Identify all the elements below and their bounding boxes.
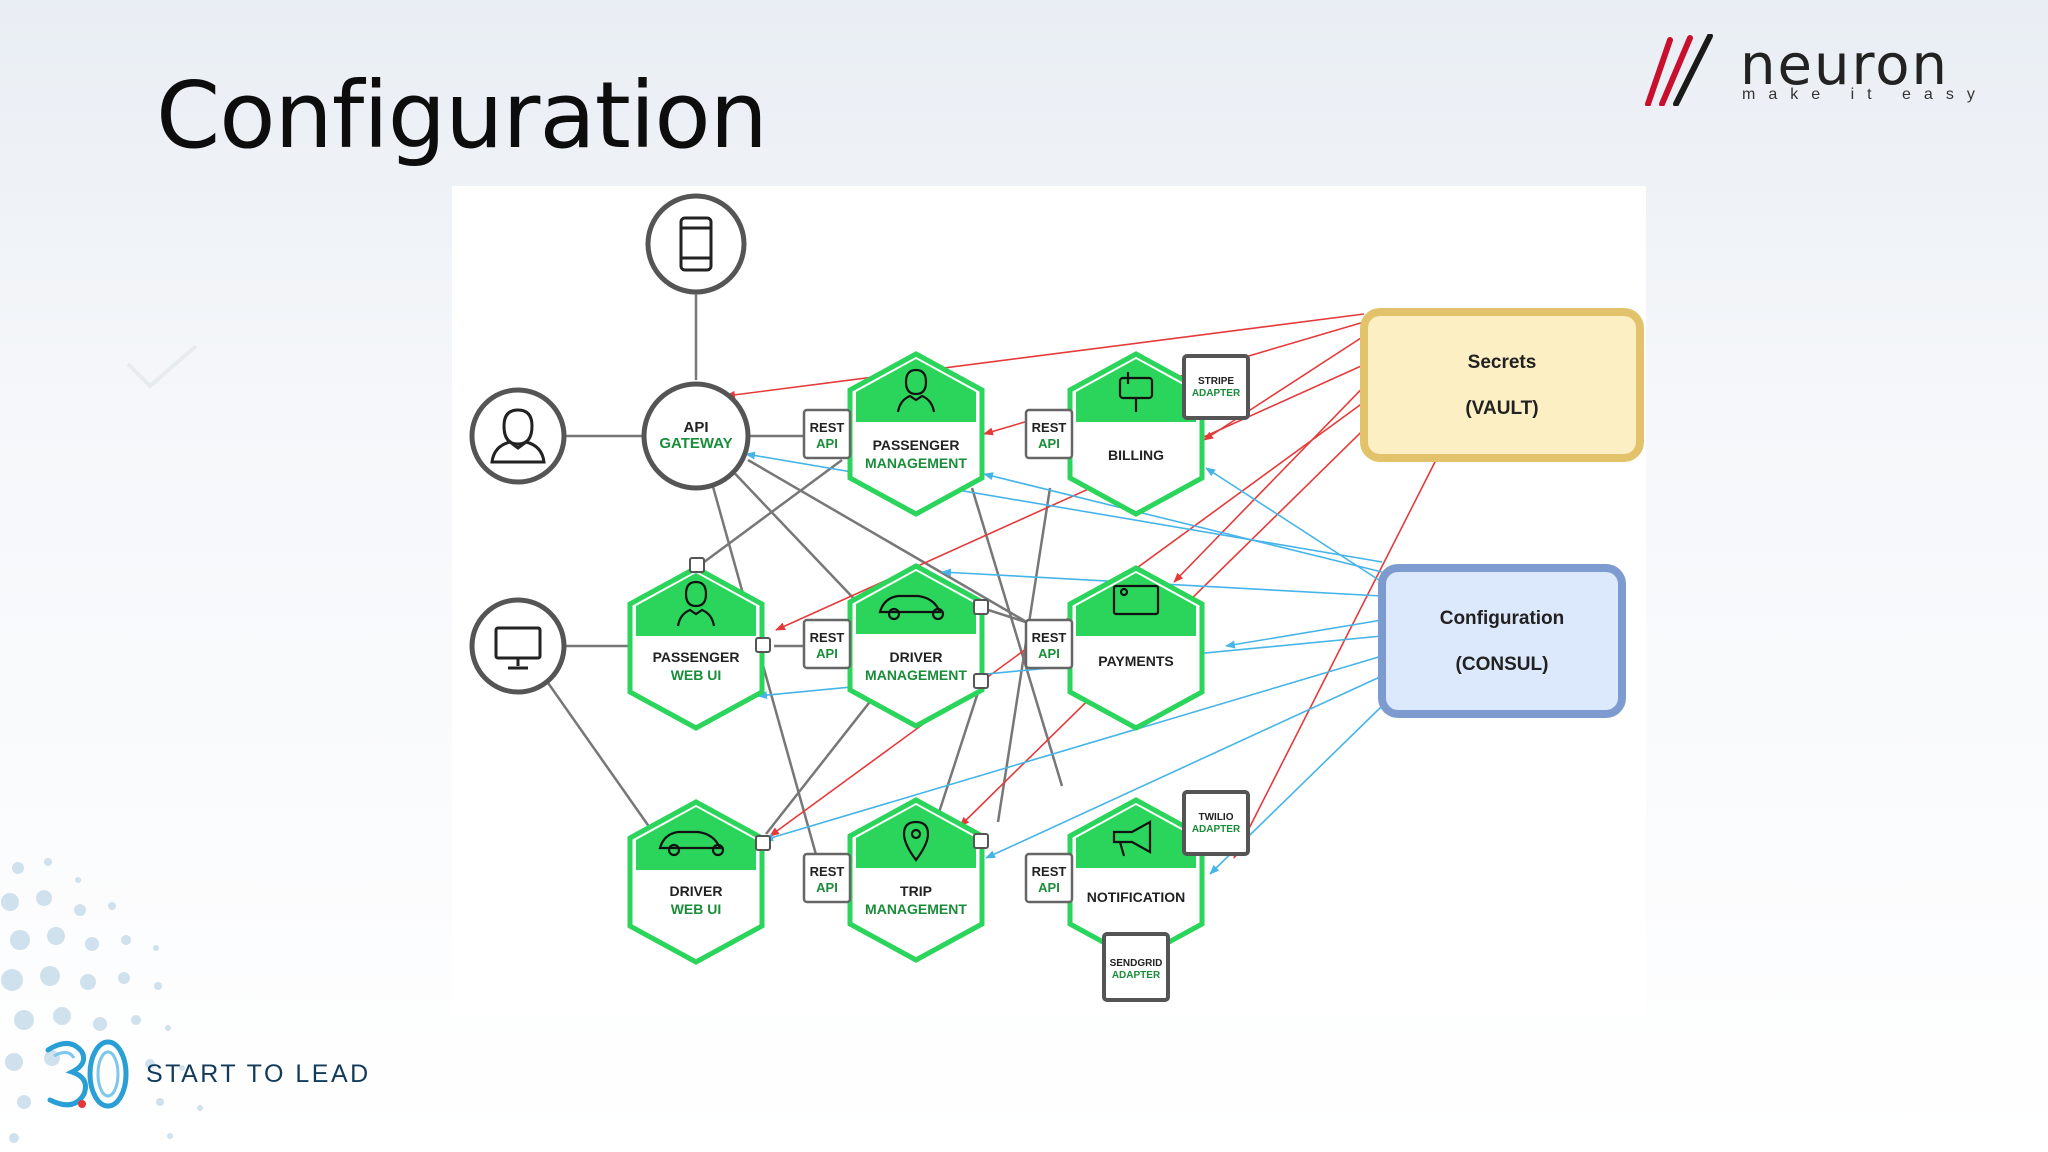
driver-person-icon — [896, 368, 936, 413]
secrets-arrows — [725, 313, 1437, 859]
stripe-adapter: STRIPE ADAPTER — [1182, 354, 1250, 420]
trip-management-line1: TRIP — [900, 883, 932, 899]
brand-name: neuron — [1740, 33, 1949, 98]
notification-label: NOTIFICATION — [1087, 889, 1186, 905]
api-label: API — [1038, 880, 1060, 895]
person-client — [469, 387, 567, 485]
api-label: API — [816, 436, 838, 451]
secrets-line2: (VAULT) — [1465, 398, 1538, 419]
passenger-management-line2: MANAGEMENT — [865, 455, 967, 471]
rest-label: REST — [1032, 420, 1067, 435]
passenger-web-ui-line2: WEB UI — [671, 667, 722, 683]
microservices-diagram: API GATEWAY PASSENGER MANAGEMENT BILLING — [452, 186, 1646, 1016]
mailbox-icon — [1118, 372, 1154, 412]
trip-management-line2: MANAGEMENT — [865, 901, 967, 917]
driver-web-ui-line2: WEB UI — [671, 901, 722, 917]
api-label: API — [816, 646, 838, 661]
config-line1: Configuration — [1440, 608, 1565, 629]
rest-label: REST — [810, 630, 845, 645]
rest-api-payments: REST API — [1024, 618, 1074, 670]
driver-management-line1: DRIVER — [890, 649, 943, 665]
gateway-line2: GATEWAY — [659, 435, 732, 452]
driver-management-line2: MANAGEMENT — [865, 667, 967, 683]
passenger-web-ui-line1: PASSENGER — [653, 649, 740, 665]
secrets-vault-box: Secrets (VAULT) — [1360, 308, 1644, 462]
rest-api-notification: REST API — [1024, 852, 1074, 904]
brand-tagline: make it easy — [1742, 86, 1988, 103]
api-label: API — [1038, 436, 1060, 451]
card-icon — [1112, 584, 1160, 616]
billing-service: BILLING — [1067, 351, 1205, 517]
gateway-line1: API — [683, 419, 708, 436]
api-label: API — [816, 880, 838, 895]
rest-api-billing: REST API — [1024, 408, 1074, 460]
desktop-client — [469, 597, 567, 695]
rest-label: REST — [1032, 630, 1067, 645]
driver-web-ui-line1: DRIVER — [670, 883, 723, 899]
megaphone-icon — [1112, 820, 1152, 857]
mobile-phone-icon — [679, 216, 713, 272]
twilio-line2: ADAPTER — [1192, 824, 1241, 835]
twilio-line1: TWILIO — [1199, 812, 1234, 823]
api-label: API — [1038, 646, 1060, 661]
rest-api-passenger: REST API — [802, 408, 852, 460]
config-consul-box: Configuration (CONSUL) — [1378, 564, 1626, 718]
monitor-icon — [494, 626, 542, 670]
rest-label: REST — [810, 864, 845, 879]
person-icon — [490, 408, 546, 464]
slide-title: Configuration — [156, 62, 768, 169]
footer-slogan: START TO LEAD — [146, 1060, 371, 1088]
passenger-management-line1: PASSENGER — [873, 437, 960, 453]
secrets-line1: Secrets — [1468, 352, 1537, 373]
sendgrid-line2: ADAPTER — [1112, 970, 1161, 981]
rest-label: REST — [810, 420, 845, 435]
sendgrid-adapter: SENDGRID ADAPTER — [1102, 932, 1170, 1002]
stripe-line2: ADAPTER — [1192, 388, 1241, 399]
car-icon-2 — [658, 830, 725, 857]
dot-pattern-decoration — [1, 858, 203, 1143]
billing-label: BILLING — [1108, 447, 1164, 463]
connector-ports — [689, 557, 989, 851]
stripe-line1: STRIPE — [1198, 376, 1234, 387]
trip-management-service: TRIP MANAGEMENT — [847, 797, 985, 963]
rest-api-driver: REST API — [802, 618, 852, 670]
check-watermark-icon — [126, 344, 198, 389]
location-pin-icon — [902, 820, 930, 862]
passenger-web-ui: PASSENGER WEB UI — [627, 565, 765, 731]
payments-label: PAYMENTS — [1098, 653, 1173, 669]
brand-logo: neuron make it easy — [1640, 34, 2008, 106]
passenger-person-icon — [676, 580, 716, 627]
sendgrid-line1: SENDGRID — [1110, 958, 1163, 969]
config-line2: (CONSUL) — [1456, 654, 1549, 675]
rest-api-trip: REST API — [802, 852, 852, 904]
mobile-client — [645, 193, 747, 295]
api-gateway: API GATEWAY — [641, 381, 751, 491]
rest-label: REST — [1032, 864, 1067, 879]
twilio-adapter: TWILIO ADAPTER — [1182, 790, 1250, 856]
car-icon — [878, 594, 945, 621]
neuron-slash-icon — [1645, 34, 1713, 106]
driver-web-ui: DRIVER WEB UI — [627, 799, 765, 965]
service-connections — [544, 262, 1064, 877]
passenger-management-service: PASSENGER MANAGEMENT — [847, 351, 985, 517]
payments-service: PAYMENTS — [1067, 565, 1205, 731]
anniversary-30-logo — [45, 1039, 129, 1109]
driver-management-service: DRIVER MANAGEMENT — [847, 563, 985, 729]
